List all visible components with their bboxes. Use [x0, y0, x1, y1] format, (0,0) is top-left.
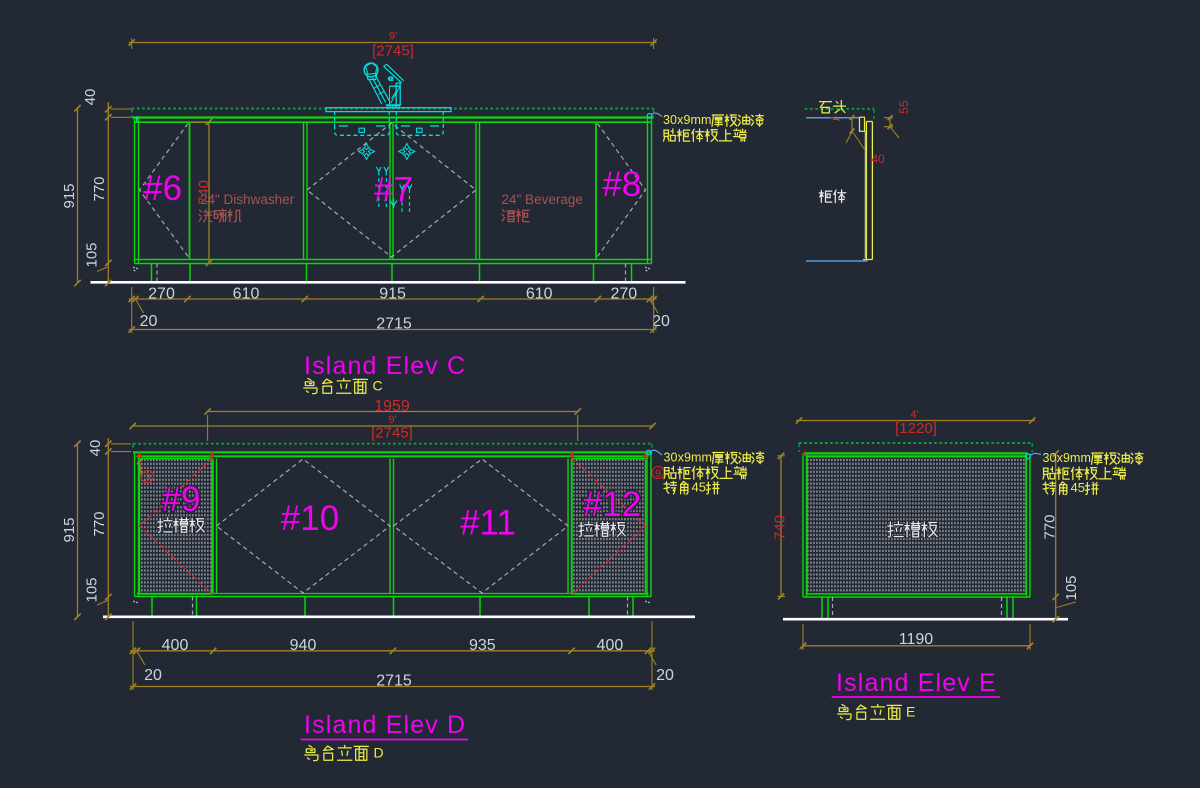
svg-text:270: 270: [148, 285, 175, 302]
svg-text:770: 770: [91, 176, 108, 201]
svg-text:#7: #7: [374, 171, 413, 210]
svg-text:1190: 1190: [899, 631, 934, 648]
svg-text:45: 45: [1071, 480, 1085, 495]
svg-text:770: 770: [1042, 514, 1059, 539]
svg-text:9: 9: [655, 468, 661, 480]
svg-text:#11: #11: [460, 504, 516, 543]
svg-text:[1220]: [1220]: [895, 420, 937, 437]
svg-text:20: 20: [652, 313, 670, 330]
svg-text:9: 9: [144, 472, 150, 484]
svg-text:24" Dishwasher: 24" Dishwasher: [200, 192, 295, 207]
svg-text:40: 40: [87, 440, 104, 457]
svg-text:940: 940: [290, 637, 317, 654]
svg-text:2715: 2715: [376, 315, 412, 332]
svg-text:#10: #10: [281, 499, 339, 538]
svg-text:4': 4': [910, 409, 918, 421]
svg-text:Island Elev D: Island Elev D: [304, 711, 466, 739]
svg-text:Island Elev E: Island Elev E: [836, 669, 997, 697]
svg-text:770: 770: [91, 511, 108, 536]
svg-text:45: 45: [692, 480, 706, 495]
svg-text:24" Beverage: 24" Beverage: [502, 192, 583, 207]
svg-text:30x9mm: 30x9mm: [1043, 451, 1092, 465]
svg-text:30x9mm: 30x9mm: [663, 113, 712, 127]
svg-text:9': 9': [389, 31, 397, 43]
svg-text:915: 915: [61, 183, 78, 208]
svg-text:40: 40: [82, 89, 99, 106]
svg-text:C: C: [373, 378, 383, 394]
svg-text:2715: 2715: [376, 673, 412, 690]
svg-text:610: 610: [233, 285, 260, 302]
svg-text:1959: 1959: [374, 398, 410, 415]
svg-text:Island Elev C: Island Elev C: [304, 352, 466, 380]
svg-text:20: 20: [144, 667, 162, 684]
svg-text:105: 105: [84, 577, 101, 602]
svg-text:E: E: [906, 704, 915, 720]
svg-text:935: 935: [469, 637, 496, 654]
svg-text:D: D: [374, 745, 384, 761]
svg-text:740: 740: [772, 515, 789, 540]
svg-text:105: 105: [1063, 575, 1080, 600]
svg-text:20: 20: [140, 313, 158, 330]
svg-text:400: 400: [597, 637, 624, 654]
svg-text:#8: #8: [602, 165, 641, 204]
svg-text:610: 610: [526, 285, 553, 302]
svg-text:#12: #12: [583, 485, 641, 524]
svg-text:#9: #9: [162, 480, 201, 519]
svg-text:9': 9': [388, 414, 396, 426]
svg-text:#6: #6: [143, 169, 182, 208]
svg-text:915: 915: [61, 517, 78, 542]
svg-text:20: 20: [656, 667, 674, 684]
svg-text:[2745]: [2745]: [371, 425, 413, 442]
svg-text:[2745]: [2745]: [372, 43, 414, 60]
svg-text:400: 400: [162, 637, 189, 654]
svg-text:30x9mm: 30x9mm: [664, 451, 713, 465]
svg-text:740: 740: [196, 180, 213, 205]
svg-text:270: 270: [610, 285, 637, 302]
svg-text:105: 105: [84, 242, 101, 267]
svg-text:40: 40: [871, 152, 885, 166]
svg-text:915: 915: [379, 285, 406, 302]
svg-text:55: 55: [897, 100, 911, 114]
